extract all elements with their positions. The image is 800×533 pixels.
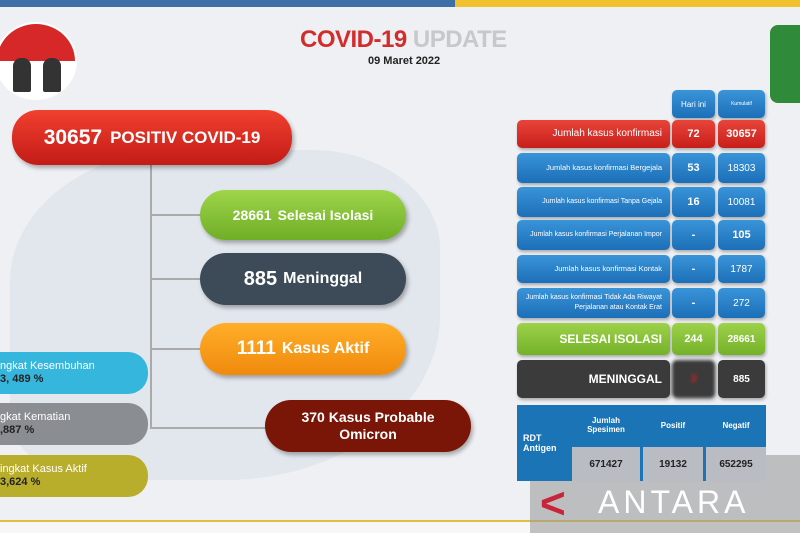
row-cumulative: 105 <box>718 220 765 250</box>
top-stripe-yellow <box>455 0 800 7</box>
connector-line <box>150 278 202 280</box>
row-label: MENINGGAL <box>517 360 670 398</box>
row-cumulative: 30657 <box>718 120 765 148</box>
row-today: 244 <box>672 323 715 355</box>
row-label: SELESAI ISOLASI <box>517 323 670 355</box>
top-stripe-blue <box>0 0 455 7</box>
connector-line <box>150 165 152 428</box>
deaths-total: 885 Meninggal <box>200 253 406 305</box>
rdt-header-specimen: Jumlah Spesimen <box>587 416 625 434</box>
rate-value: ,887 % <box>0 424 35 436</box>
rdt-label: RDT Antigen <box>523 433 557 453</box>
header-today: Hari ini <box>672 90 715 118</box>
row-label: Jumlah kasus konfirmasi Tanpa Gejala <box>517 187 670 217</box>
row-today: 53 <box>672 153 715 183</box>
death-rate: gkat Kematian,887 % <box>0 403 148 445</box>
row-today: 16 <box>672 187 715 217</box>
rate-label: gkat Kematian <box>0 411 71 423</box>
rdt-value-positive: 19132 <box>643 447 703 481</box>
positive-number: 30657 <box>43 125 103 149</box>
active-label: Kasus Aktif <box>281 340 370 357</box>
rate-label: ngkat Kesembuhan <box>0 360 95 372</box>
probable-line2: Omicron <box>339 426 397 442</box>
rate-label: ingkat Kasus Aktif <box>0 463 87 475</box>
row-today: - <box>672 220 715 250</box>
recovered-label: Selesai Isolasi <box>277 207 374 223</box>
recovered-number: 28661 <box>232 207 272 223</box>
rdt-value-specimen: 671427 <box>572 447 640 481</box>
row-today: - <box>672 255 715 283</box>
row-cumulative: 272 <box>718 288 765 318</box>
row-today: 72 <box>672 120 715 148</box>
watermark-text: ANTARA <box>598 484 750 520</box>
recovered-total: 28661 Selesai Isolasi <box>200 190 406 240</box>
rdt-header-positive: Positif <box>660 420 686 430</box>
report-date: 09 Maret 2022 <box>368 55 441 67</box>
rdt-header-negative: Negatif <box>722 420 750 430</box>
rate-value: 3, 489 % <box>0 373 44 385</box>
active-total: 1111 Kasus Aktif <box>200 323 406 375</box>
row-cumulative: 885 <box>718 360 765 398</box>
active-number: 1111 <box>236 338 276 359</box>
row-label: Jumlah kasus konfirmasi Kontak <box>517 255 670 283</box>
row-label: Jumlah kasus konfirmasi <box>517 120 670 148</box>
positive-total: 30657 POSITIV COVID-19 <box>12 110 292 165</box>
row-cumulative: 28661 <box>718 323 765 355</box>
row-today: 3 <box>672 360 715 398</box>
regional-emblem <box>770 25 800 103</box>
header-cumulative: Kumulatif <box>718 90 765 118</box>
row-cumulative: 10081 <box>718 187 765 217</box>
leaders-portrait <box>0 22 77 100</box>
connector-line <box>150 214 202 216</box>
connector-line <box>150 427 267 429</box>
probable-line1: 370 Kasus Probable <box>301 409 435 425</box>
deaths-label: Meninggal <box>283 270 363 287</box>
page-title: COVID-19 UPDATE <box>300 26 507 54</box>
rdt-antigen-table: RDT Antigen Jumlah Spesimen Positif Nega… <box>517 405 766 481</box>
row-cumulative: 18303 <box>718 153 765 183</box>
rdt-value-negative: 652295 <box>706 447 766 481</box>
row-cumulative: 1787 <box>718 255 765 283</box>
connector-line <box>150 348 202 350</box>
row-label: Jumlah kasus konfirmasi Bergejala <box>517 153 670 183</box>
title-update: UPDATE <box>412 26 507 53</box>
row-today: - <box>672 288 715 318</box>
deaths-number: 885 <box>243 267 278 290</box>
antara-logo-icon: < <box>540 479 566 528</box>
positive-label: POSITIV COVID-19 <box>110 127 261 147</box>
title-covid: COVID-19 <box>300 26 407 53</box>
row-label: Jumlah kasus konfirmasi Tidak Ada Riwaya… <box>517 288 670 318</box>
row-label: Jumlah kasus konfirmasi Perjalanan Impor <box>517 220 670 250</box>
rate-value: 3,624 % <box>0 476 41 488</box>
